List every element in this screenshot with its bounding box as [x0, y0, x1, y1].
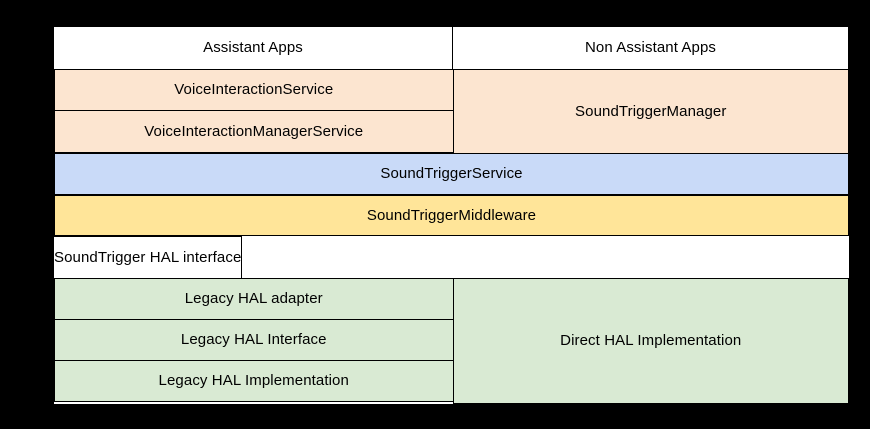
cell-direct-hal-implementation: Direct HAL Implementation [452, 278, 849, 404]
legacy-hal-column: Legacy HAL adapter Legacy HAL Interface … [54, 278, 454, 404]
header-cell-non-assistant-apps: Non Assistant Apps [452, 26, 849, 70]
sound-trigger-hal-interface-band: SoundTrigger HAL interface [53, 236, 849, 279]
cell-voice-interaction-manager-service: VoiceInteractionManagerService [54, 109, 454, 153]
header-band: Assistant Apps Non Assistant Apps [53, 26, 849, 70]
cell-legacy-hal-implementation: Legacy HAL Implementation [54, 360, 454, 402]
sound-trigger-middleware-band: SoundTriggerMiddleware [54, 194, 849, 238]
cell-sound-trigger-manager: SoundTriggerManager [452, 68, 849, 154]
cell-legacy-hal-interface: Legacy HAL Interface [54, 319, 454, 361]
sound-trigger-service-band: SoundTriggerService [54, 152, 849, 196]
header-cell-assistant-apps: Assistant Apps [53, 26, 453, 70]
assistant-left-column: VoiceInteractionService VoiceInteraction… [54, 68, 454, 154]
hal-implementation-band: Legacy HAL adapter Legacy HAL Interface … [54, 278, 849, 404]
cell-sound-trigger-hal-interface: SoundTrigger HAL interface [53, 236, 243, 279]
architecture-diagram: Assistant Apps Non Assistant Apps VoiceI… [53, 26, 850, 405]
cell-sound-trigger-middleware: SoundTriggerMiddleware [54, 194, 849, 237]
assistant-services-band: VoiceInteractionService VoiceInteraction… [54, 68, 849, 154]
cell-legacy-hal-adapter: Legacy HAL adapter [54, 278, 454, 320]
cell-voice-interaction-service: VoiceInteractionService [54, 68, 454, 111]
cell-sound-trigger-service: SoundTriggerService [54, 152, 849, 195]
